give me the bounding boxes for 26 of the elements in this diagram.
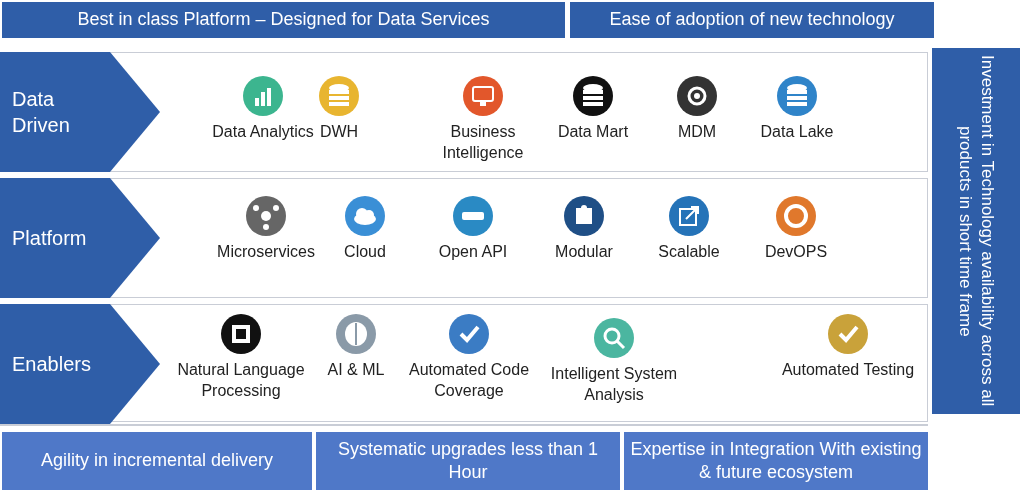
footer-banner: Agility in incremental delivery xyxy=(2,432,312,490)
item-label: Automated Testing xyxy=(781,360,915,380)
row-heading: Enablers xyxy=(12,352,92,377)
item-label: Natural Language Processing xyxy=(176,360,306,401)
item-label: Data Analytics xyxy=(212,122,314,142)
item-label: DWH xyxy=(319,122,359,142)
item-label: Scalable xyxy=(658,242,720,262)
header-banner: Ease of adoption of new technology xyxy=(570,2,934,38)
footer-banner: Expertise in Integration With existing & future ecosystem xyxy=(624,432,928,490)
item-label: AI & ML xyxy=(327,360,385,380)
item-label: Data Mart xyxy=(557,122,629,142)
item-label: Intelligent System Analysis xyxy=(549,364,679,405)
item-label: DevOPS xyxy=(764,242,828,262)
item-label: Cloud xyxy=(344,242,386,262)
footer-banner: Systematic upgrades less than 1 Hour xyxy=(316,432,620,490)
item-label: Automated Code Coverage xyxy=(407,360,531,401)
item-label: MDM xyxy=(677,122,717,142)
side-banner: Investment in Technology availability across all products in short time frame xyxy=(932,48,1020,414)
header-banner: Best in class Platform – Designed for Data Services xyxy=(2,2,565,38)
item-label: Open API xyxy=(438,242,508,262)
item-label: Modular xyxy=(555,242,613,262)
item-label: Data Lake xyxy=(760,122,834,142)
item-label: Microservices xyxy=(217,242,315,262)
row-heading: Platform xyxy=(12,226,88,251)
row-heading: Data Driven xyxy=(12,87,71,138)
item-label: Business Intelligence xyxy=(441,122,525,163)
